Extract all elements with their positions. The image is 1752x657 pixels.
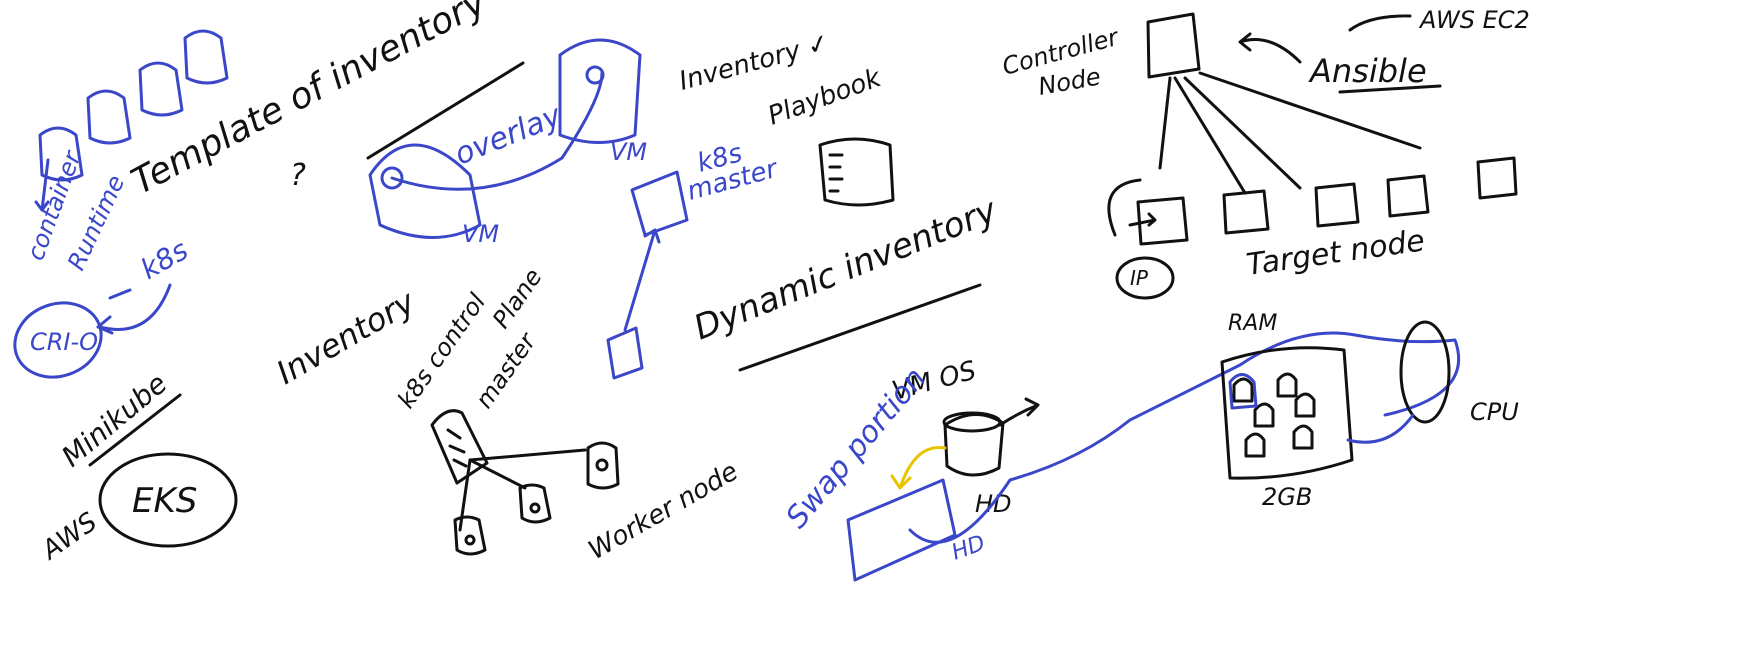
swap-hd-box: [846, 478, 957, 582]
node-dot: [529, 502, 541, 514]
overlay-link: [390, 71, 604, 191]
target-node-arrow: [1128, 212, 1157, 227]
container-box-icon: [86, 89, 132, 145]
controller-node-box: [1146, 12, 1201, 79]
worker-node-icon: [453, 515, 487, 556]
ram-cpu-link: [1346, 413, 1415, 444]
target-node-label: Target node: [1244, 223, 1427, 283]
ram-label: RAM: [1228, 311, 1277, 336]
dynamic-inventory-underline: [738, 283, 982, 372]
ansible-underline: [1338, 84, 1442, 94]
target-node-box: [1476, 156, 1518, 200]
dash-line: [108, 288, 132, 300]
ram-board: [1220, 346, 1354, 480]
cpu-label: CPU: [1470, 398, 1519, 426]
vm-left-box: [368, 143, 482, 239]
aws-ec2-line: [1348, 14, 1412, 32]
dynamic-inventory-label: Dynamic inventory: [688, 190, 1003, 348]
worker-node-label: Worker node: [584, 456, 744, 566]
master-document-icon: [430, 409, 489, 485]
controller-target-links: [1158, 71, 1422, 195]
node-dot: [464, 534, 476, 546]
k8s-label: k8s: [135, 233, 194, 286]
k8s-master-box: [630, 170, 689, 237]
container-box-icon: [183, 29, 229, 85]
worker-to-master-arrow: [623, 228, 661, 332]
ram-chip-highlight: [1228, 373, 1258, 410]
container-box-icon: [38, 126, 84, 182]
ram-chip: [1276, 372, 1298, 398]
target-node-loop: [1107, 178, 1142, 237]
hd-ram-cpu-link: [908, 331, 1461, 544]
checklist-lines: [446, 428, 468, 468]
overlay-top-line: [366, 61, 525, 160]
eks-circle: [98, 452, 238, 548]
k8s-to-crio-arrow: [96, 283, 172, 335]
ram-chip: [1232, 377, 1254, 403]
container-sketch-group: [34, 29, 229, 212]
hd-export-arrow: [998, 397, 1040, 427]
crio-label: CRI-O: [30, 328, 98, 356]
node-dot: [595, 458, 609, 472]
hard-disk-top: [942, 411, 1002, 433]
target-node-box: [1386, 174, 1430, 218]
hard-disk-icon: [943, 413, 1005, 477]
target-node-box: [1314, 182, 1360, 228]
question-mark: ?: [290, 158, 306, 193]
container-box-icon: [138, 61, 184, 117]
playbook-label: Playbook: [764, 63, 886, 132]
ram-size-label: 2GB: [1262, 483, 1312, 511]
swap-partition-label: Swap portion: [779, 361, 933, 535]
k8s-control-plane-label: Plane: [487, 263, 548, 333]
worker-node-icon: [518, 483, 552, 524]
vm-left-label: VM: [462, 220, 499, 248]
arrow-down-icon: [34, 158, 50, 212]
playbook-lines: [828, 153, 844, 193]
k8s-worker-box: [606, 326, 644, 380]
ip-circle: [1115, 256, 1175, 300]
overlay-label: overlay: [450, 98, 568, 173]
target-node-box: [1136, 196, 1189, 246]
aws-label: AWS: [35, 507, 103, 567]
cpu-circle: [1399, 320, 1451, 424]
ansible-to-controller-arrow: [1238, 32, 1302, 64]
playbook-document-icon: [818, 137, 895, 207]
inventory-mid-label: Inventory: [270, 282, 422, 392]
ram-chip: [1253, 402, 1275, 428]
target-node-box: [1222, 189, 1270, 235]
vm-right-box: [558, 38, 642, 144]
eks-label: EKS: [132, 481, 197, 521]
node-circle: [380, 166, 404, 190]
ram-chip: [1292, 424, 1314, 450]
swap-arrow: [890, 446, 947, 490]
k8s-control-plane-label: master: [470, 326, 543, 413]
ansible-label: Ansible: [1308, 52, 1427, 90]
ram-chip: [1244, 432, 1266, 458]
vm-mid-label: VM: [610, 138, 647, 166]
minikube-label: Minikube: [55, 367, 173, 474]
minikube-underline: [88, 393, 182, 467]
ip-label: IP: [1130, 266, 1149, 290]
ram-chip: [1294, 392, 1316, 418]
worker-node-icon: [586, 441, 620, 490]
aws-ec2-label: AWS EC2: [1418, 6, 1530, 34]
